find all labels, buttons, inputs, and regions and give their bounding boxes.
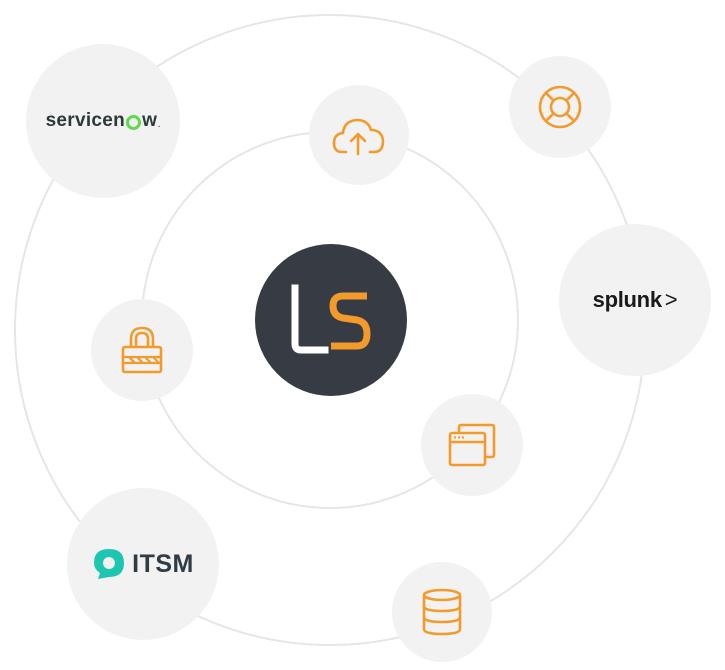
servicenow-text-end: w	[142, 110, 158, 131]
servicenow-o-icon	[126, 114, 142, 130]
cloud-upload-icon	[332, 118, 385, 156]
ls-hub: L S	[255, 244, 407, 396]
security-node[interactable]	[91, 299, 193, 401]
splunk-node[interactable]: splunk>	[559, 224, 711, 376]
ls-logo-icon	[291, 284, 371, 354]
database-icon	[422, 588, 462, 636]
support-node[interactable]	[509, 56, 611, 158]
splunk-text: splunk	[592, 287, 662, 312]
servicenow-node[interactable]: servicen w.	[26, 44, 180, 198]
apps-node[interactable]	[421, 394, 523, 496]
servicenow-text-start: servicen	[45, 110, 126, 131]
padlock-icon	[121, 326, 163, 374]
itsm-chat-icon	[94, 549, 125, 579]
splunk-logo: splunk>	[593, 287, 678, 313]
servicenow-tm: .	[158, 122, 161, 129]
itsm-text: ITSM	[132, 549, 194, 578]
lifebuoy-icon	[538, 85, 582, 129]
itsm-logo: ITSM	[92, 547, 194, 581]
itsm-node[interactable]: ITSM	[67, 488, 219, 640]
servicenow-logo: servicen w.	[46, 110, 161, 132]
splunk-chevron: >	[664, 287, 678, 312]
cloud-upload-node[interactable]	[309, 85, 409, 185]
database-node[interactable]	[392, 562, 492, 662]
browser-windows-icon	[448, 423, 496, 467]
